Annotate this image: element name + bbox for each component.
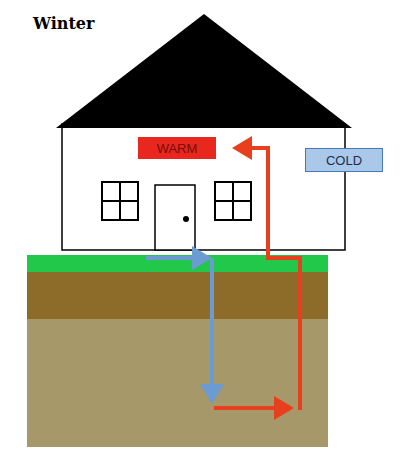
box-label: COLD	[326, 153, 362, 168]
topsoil	[27, 271, 328, 319]
roof	[56, 14, 352, 128]
warm-box: WARM	[138, 137, 216, 159]
cold-box: COLD	[305, 148, 383, 172]
box-label: WARM	[157, 141, 198, 156]
title: Winter	[33, 14, 94, 33]
cold-pipe	[146, 258, 212, 400]
deep-soil	[27, 318, 328, 447]
house-wall	[62, 124, 345, 250]
door-knob	[183, 216, 189, 222]
warm-pipe	[214, 148, 300, 410]
door	[155, 185, 195, 250]
